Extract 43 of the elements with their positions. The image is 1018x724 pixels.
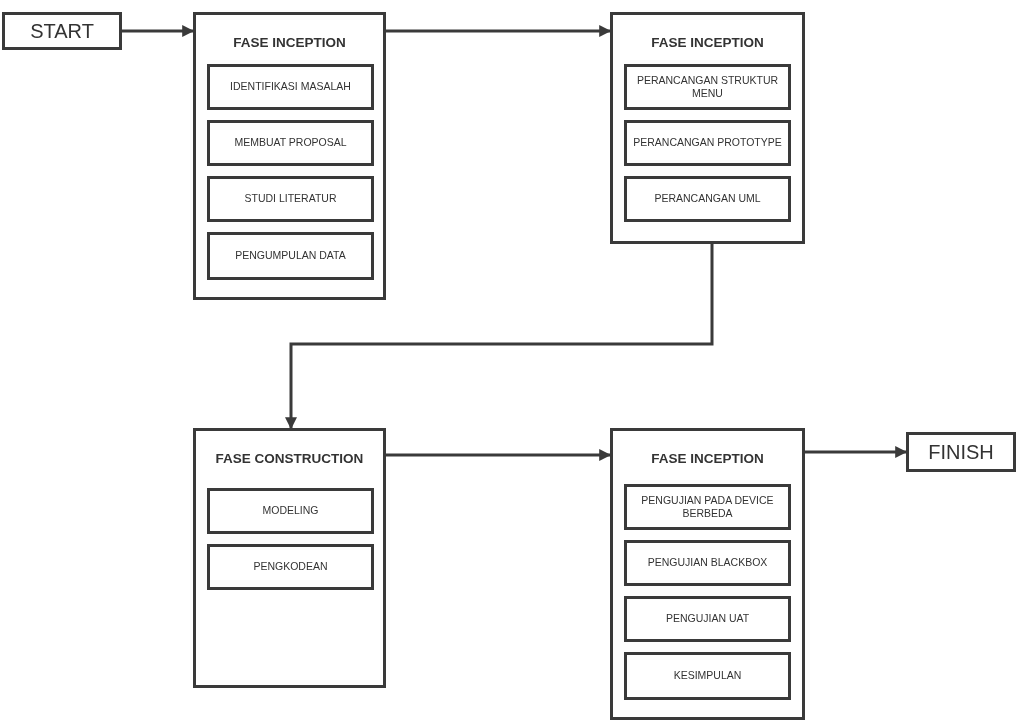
phase-box xyxy=(610,12,805,244)
process-box xyxy=(624,540,791,586)
phase-title: FASE CONSTRUCTION xyxy=(214,451,365,466)
step-label: PENGUJIAN UAT xyxy=(664,612,751,626)
terminal-box xyxy=(2,12,122,50)
terminal-box xyxy=(906,432,1016,472)
phase-title: FASE INCEPTION xyxy=(650,35,765,50)
process-box xyxy=(624,64,791,110)
process-box xyxy=(624,120,791,166)
step-label: PENGUJIAN BLACKBOX xyxy=(646,556,769,570)
step-label: IDENTIFIKASI MASALAH xyxy=(229,80,352,94)
step-label: STUDI LITERATUR xyxy=(243,192,338,206)
arrow xyxy=(386,25,612,37)
step-label: PENGUJIAN PADA DEVICE BERBEDA xyxy=(640,493,775,521)
step-label: PERANCANGAN PROTOTYPE xyxy=(632,136,783,150)
phase-box xyxy=(193,12,386,300)
arrow xyxy=(285,244,714,430)
arrow xyxy=(386,449,612,461)
process-box xyxy=(207,176,374,222)
step-label: KESIMPULAN xyxy=(672,669,743,683)
process-box xyxy=(624,652,791,700)
step-label: PERANCANGAN UML xyxy=(653,192,762,206)
step-label: FINISH xyxy=(927,439,995,465)
step-label: MEMBUAT PROPOSAL xyxy=(233,136,348,150)
process-box xyxy=(207,544,374,590)
process-box xyxy=(207,64,374,110)
arrow xyxy=(122,25,195,37)
phase-title: FASE INCEPTION xyxy=(232,35,347,50)
phase-box xyxy=(193,428,386,688)
process-box xyxy=(624,484,791,530)
step-label: START xyxy=(29,18,95,44)
step-label: PENGUMPULAN DATA xyxy=(234,249,347,263)
process-box xyxy=(207,232,374,280)
process-box xyxy=(207,120,374,166)
arrow xyxy=(805,446,908,458)
step-label: PENGKODEAN xyxy=(252,560,329,574)
step-label: MODELING xyxy=(261,504,320,518)
process-box xyxy=(624,596,791,642)
phase-box xyxy=(610,428,805,720)
process-box xyxy=(624,176,791,222)
phase-title: FASE INCEPTION xyxy=(650,451,765,466)
step-label: PERANCANGAN STRUKTUR MENU xyxy=(635,73,780,101)
process-box xyxy=(207,488,374,534)
